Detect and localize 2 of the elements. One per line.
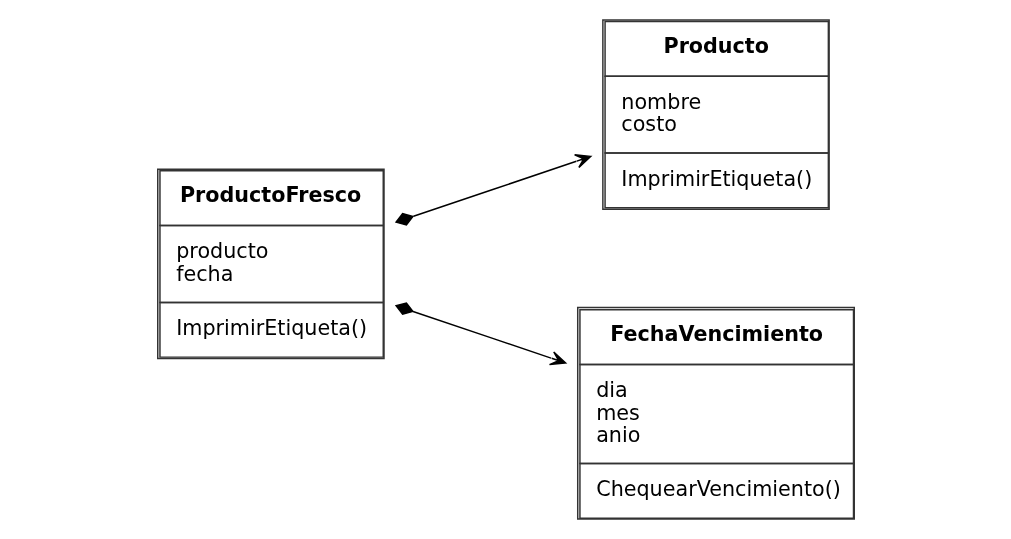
arrow bbox=[394, 154, 591, 226]
arrow bbox=[394, 302, 566, 366]
